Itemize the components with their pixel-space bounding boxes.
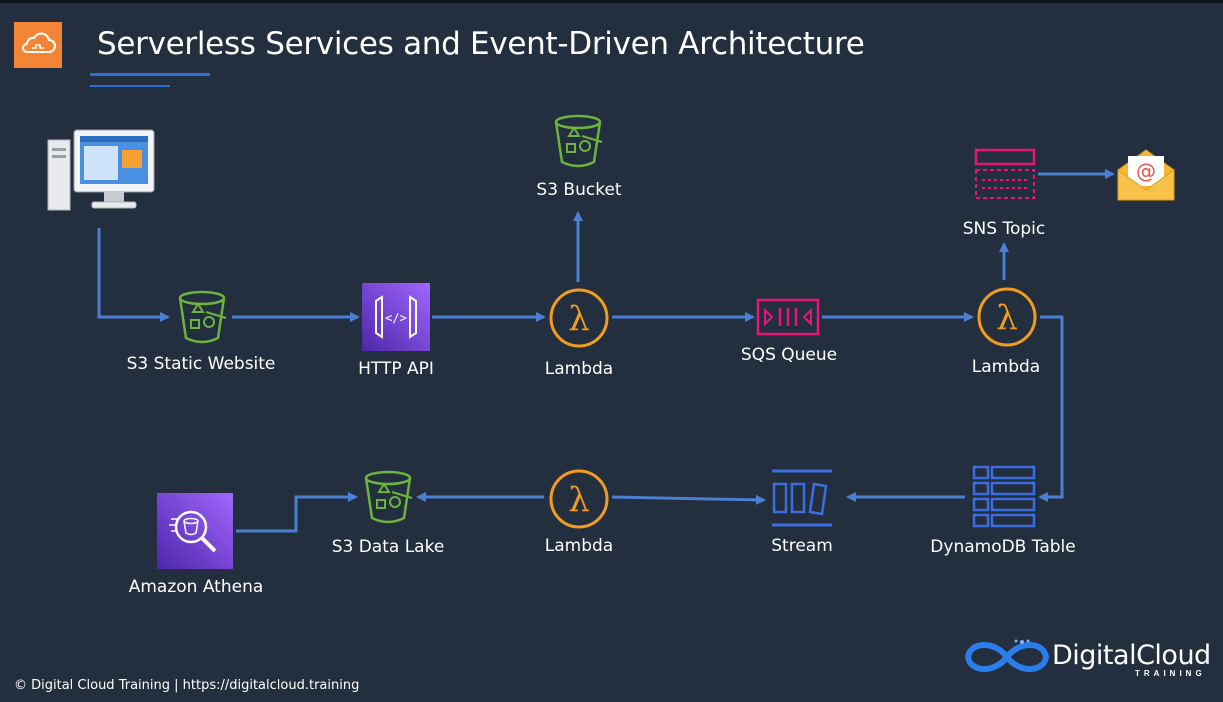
label-stream: Stream: [771, 536, 833, 556]
email-icon: @: [1117, 149, 1175, 201]
label-lambda-3: Lambda: [544, 536, 614, 556]
svg-text:</>: </>: [385, 311, 407, 325]
label-s3-static-website: S3 Static Website: [126, 354, 276, 374]
digitalcloud-logo-icon: [964, 639, 1050, 672]
arrow-lambda-to-dynamodb: [1038, 315, 1064, 502]
cloud-icon: [22, 32, 56, 53]
top-border: [0, 0, 1223, 3]
lambda-function-icon: λ: [977, 287, 1037, 347]
svg-text:λ: λ: [568, 480, 590, 520]
s3-data-lake-icon: [364, 470, 413, 524]
brand-subtitle: TRAINING: [1135, 669, 1206, 678]
lambda-function-icon: λ: [549, 288, 609, 348]
arrow-stream-to-lambda: [611, 494, 766, 505]
label-s3-data-lake: S3 Data Lake: [331, 537, 445, 557]
label-sns-topic: SNS Topic: [962, 219, 1046, 239]
title-underline-secondary: [90, 85, 170, 87]
svg-text:λ: λ: [568, 299, 590, 339]
title-underline: [90, 73, 210, 76]
client-computer-icon: [47, 129, 155, 211]
dynamodb-stream-icon: [772, 469, 832, 527]
lambda-function-icon: λ: [549, 469, 609, 529]
svg-text:@: @: [1136, 159, 1156, 183]
s3-static-website-icon: [178, 290, 227, 344]
footer-copyright: © Digital Cloud Training | https://digit…: [14, 678, 360, 693]
label-http-api: HTTP API: [358, 359, 434, 379]
label-s3-bucket: S3 Bucket: [536, 180, 622, 200]
label-amazon-athena: Amazon Athena: [128, 577, 264, 597]
aws-cloud-logo: [14, 22, 62, 68]
label-sqs-queue: SQS Queue: [740, 345, 838, 365]
sns-topic-icon: [974, 148, 1036, 199]
label-dynamodb-table: DynamoDB Table: [930, 537, 1076, 557]
label-lambda-1: Lambda: [544, 359, 614, 379]
arrow-athena-to-s3-data-lake: [236, 492, 358, 533]
page-title: Serverless Services and Event-Driven Arc…: [97, 26, 865, 62]
http-api-gateway-icon: </>: [362, 283, 430, 351]
sqs-queue-icon: [756, 298, 820, 336]
arrow-client-to-s3-website: [97, 228, 170, 322]
label-lambda-2: Lambda: [971, 357, 1041, 377]
amazon-athena-icon: [157, 493, 233, 569]
svg-text:λ: λ: [996, 298, 1018, 338]
s3-bucket-icon: [554, 114, 603, 168]
brand-name: DigitalCloud: [1052, 640, 1211, 671]
dynamodb-table-icon: [972, 465, 1036, 528]
